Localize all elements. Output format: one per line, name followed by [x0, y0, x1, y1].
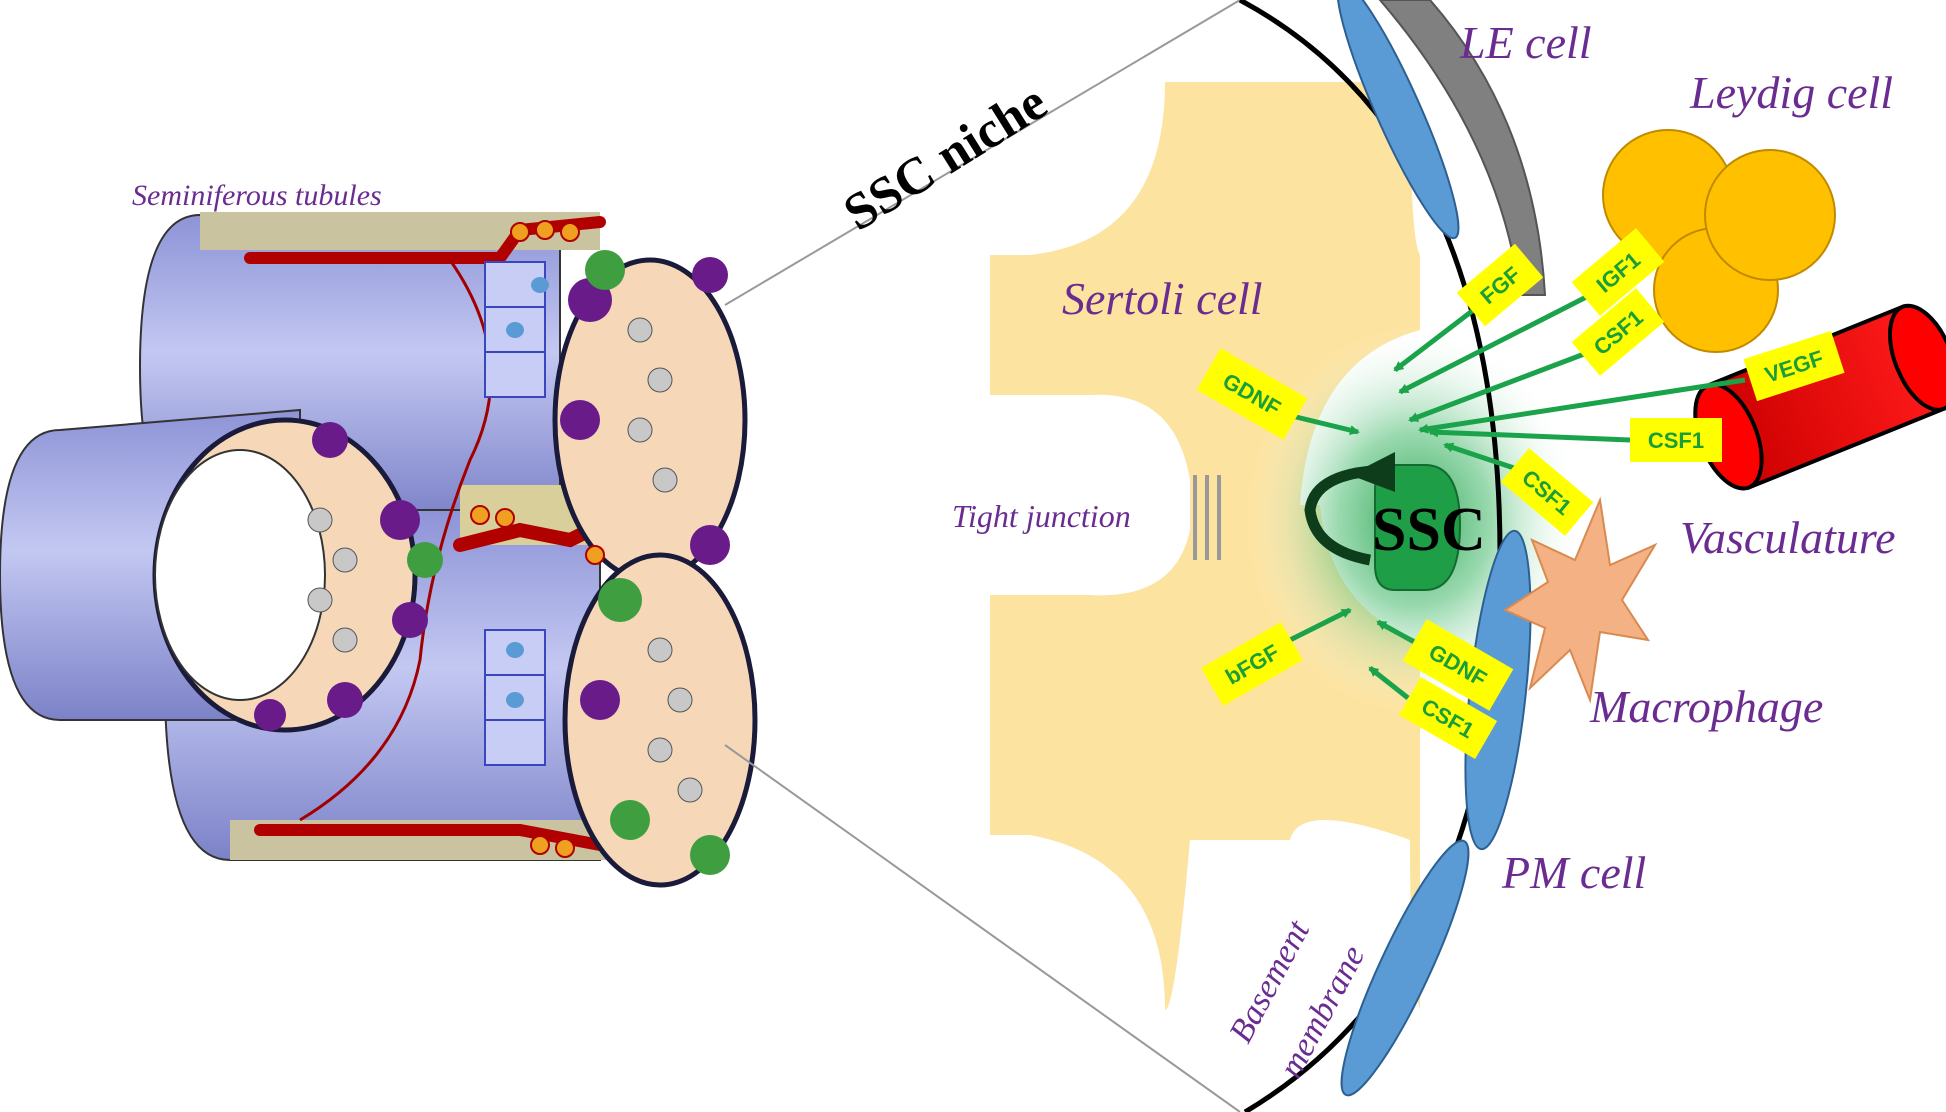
pm-cell-lower	[1340, 839, 1470, 1097]
seminiferous-tubules-illustration	[0, 212, 758, 888]
arrow-igf1	[1398, 287, 1602, 395]
peritubular-cells	[484, 261, 549, 766]
label-tight-junction: Tight junction	[952, 498, 1131, 534]
arrow-gdnf-sertoli	[1291, 413, 1360, 435]
factor-csf1-vascular-label: CSF1	[1648, 428, 1704, 453]
interstitial-cells	[470, 220, 605, 858]
tight-junction-lines	[1193, 475, 1221, 560]
arrow-gdnf-pm	[1376, 619, 1420, 647]
factor-csf1-vascular: CSF1	[1630, 418, 1722, 462]
arrow-csf1-vascular	[1428, 427, 1631, 443]
factor-vegf: VEGF	[1743, 330, 1845, 402]
zoom-line-top	[724, 0, 1241, 306]
label-vasculature: Vasculature	[1680, 512, 1896, 563]
arrow-csf1-macrophage	[1443, 442, 1521, 473]
arrow-vegf	[1418, 377, 1746, 434]
zoom-line-bottom	[724, 744, 1241, 1112]
label-macrophage: Macrophage	[1589, 681, 1823, 732]
signal-arrows	[1288, 287, 1746, 700]
arrow-fgf	[1393, 303, 1482, 372]
germ-cells	[254, 250, 730, 875]
factor-csf1-leydig: CSF1	[1571, 288, 1665, 376]
leydig-cell-cluster	[1602, 129, 1836, 353]
macrophage-cell	[1502, 496, 1658, 704]
label-le-cell: LE cell	[1459, 17, 1592, 68]
self-renewal-arrowhead	[1350, 452, 1395, 492]
label-seminiferous-tubules: Seminiferous tubules	[132, 179, 382, 212]
label-ssc: SSC	[1372, 496, 1486, 564]
arrow-bfgf	[1288, 607, 1352, 643]
le-cell-blue	[1336, 0, 1460, 240]
arrow-csf1-leydig	[1408, 345, 1601, 423]
label-pm-cell: PM cell	[1501, 847, 1646, 898]
arrow-csf1-pm	[1368, 666, 1410, 700]
label-leydig-cell: Leydig cell	[1689, 67, 1893, 118]
diagram-title: SSC niche	[834, 74, 1057, 243]
label-sertoli-cell: Sertoli cell	[1062, 273, 1263, 324]
